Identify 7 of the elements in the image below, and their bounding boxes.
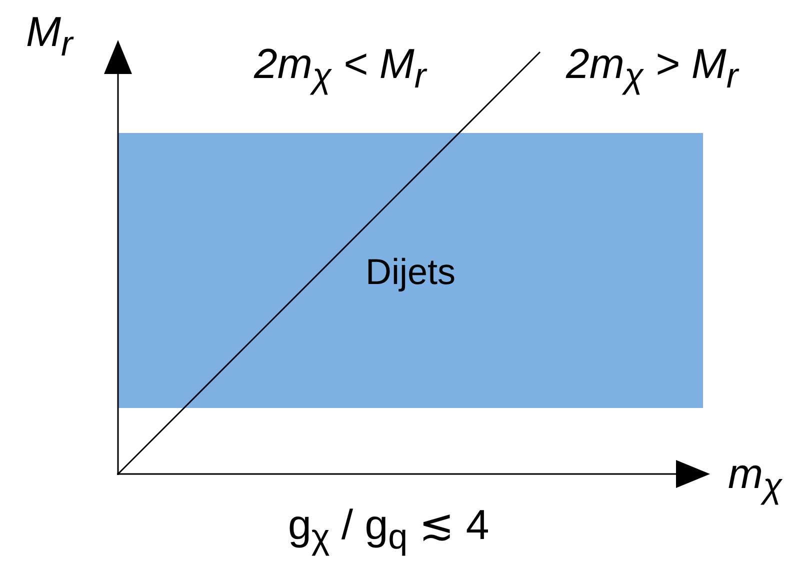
region-condition-label: 2m$_{χ}$ < M$_{r}$ — [254, 40, 426, 96]
region-condition-label: 2m$_{χ}$ > M$_{r}$ — [566, 40, 738, 96]
axis-label: M$_{r}$ — [26, 8, 73, 64]
coupling-ratio-label: g$_{χ}$ / g$_{q}$ ≲ 4 — [288, 500, 490, 558]
region-label: Dijets — [364, 251, 457, 293]
region-band — [118, 133, 703, 408]
axis-label: m$_{χ}$ — [728, 450, 782, 506]
